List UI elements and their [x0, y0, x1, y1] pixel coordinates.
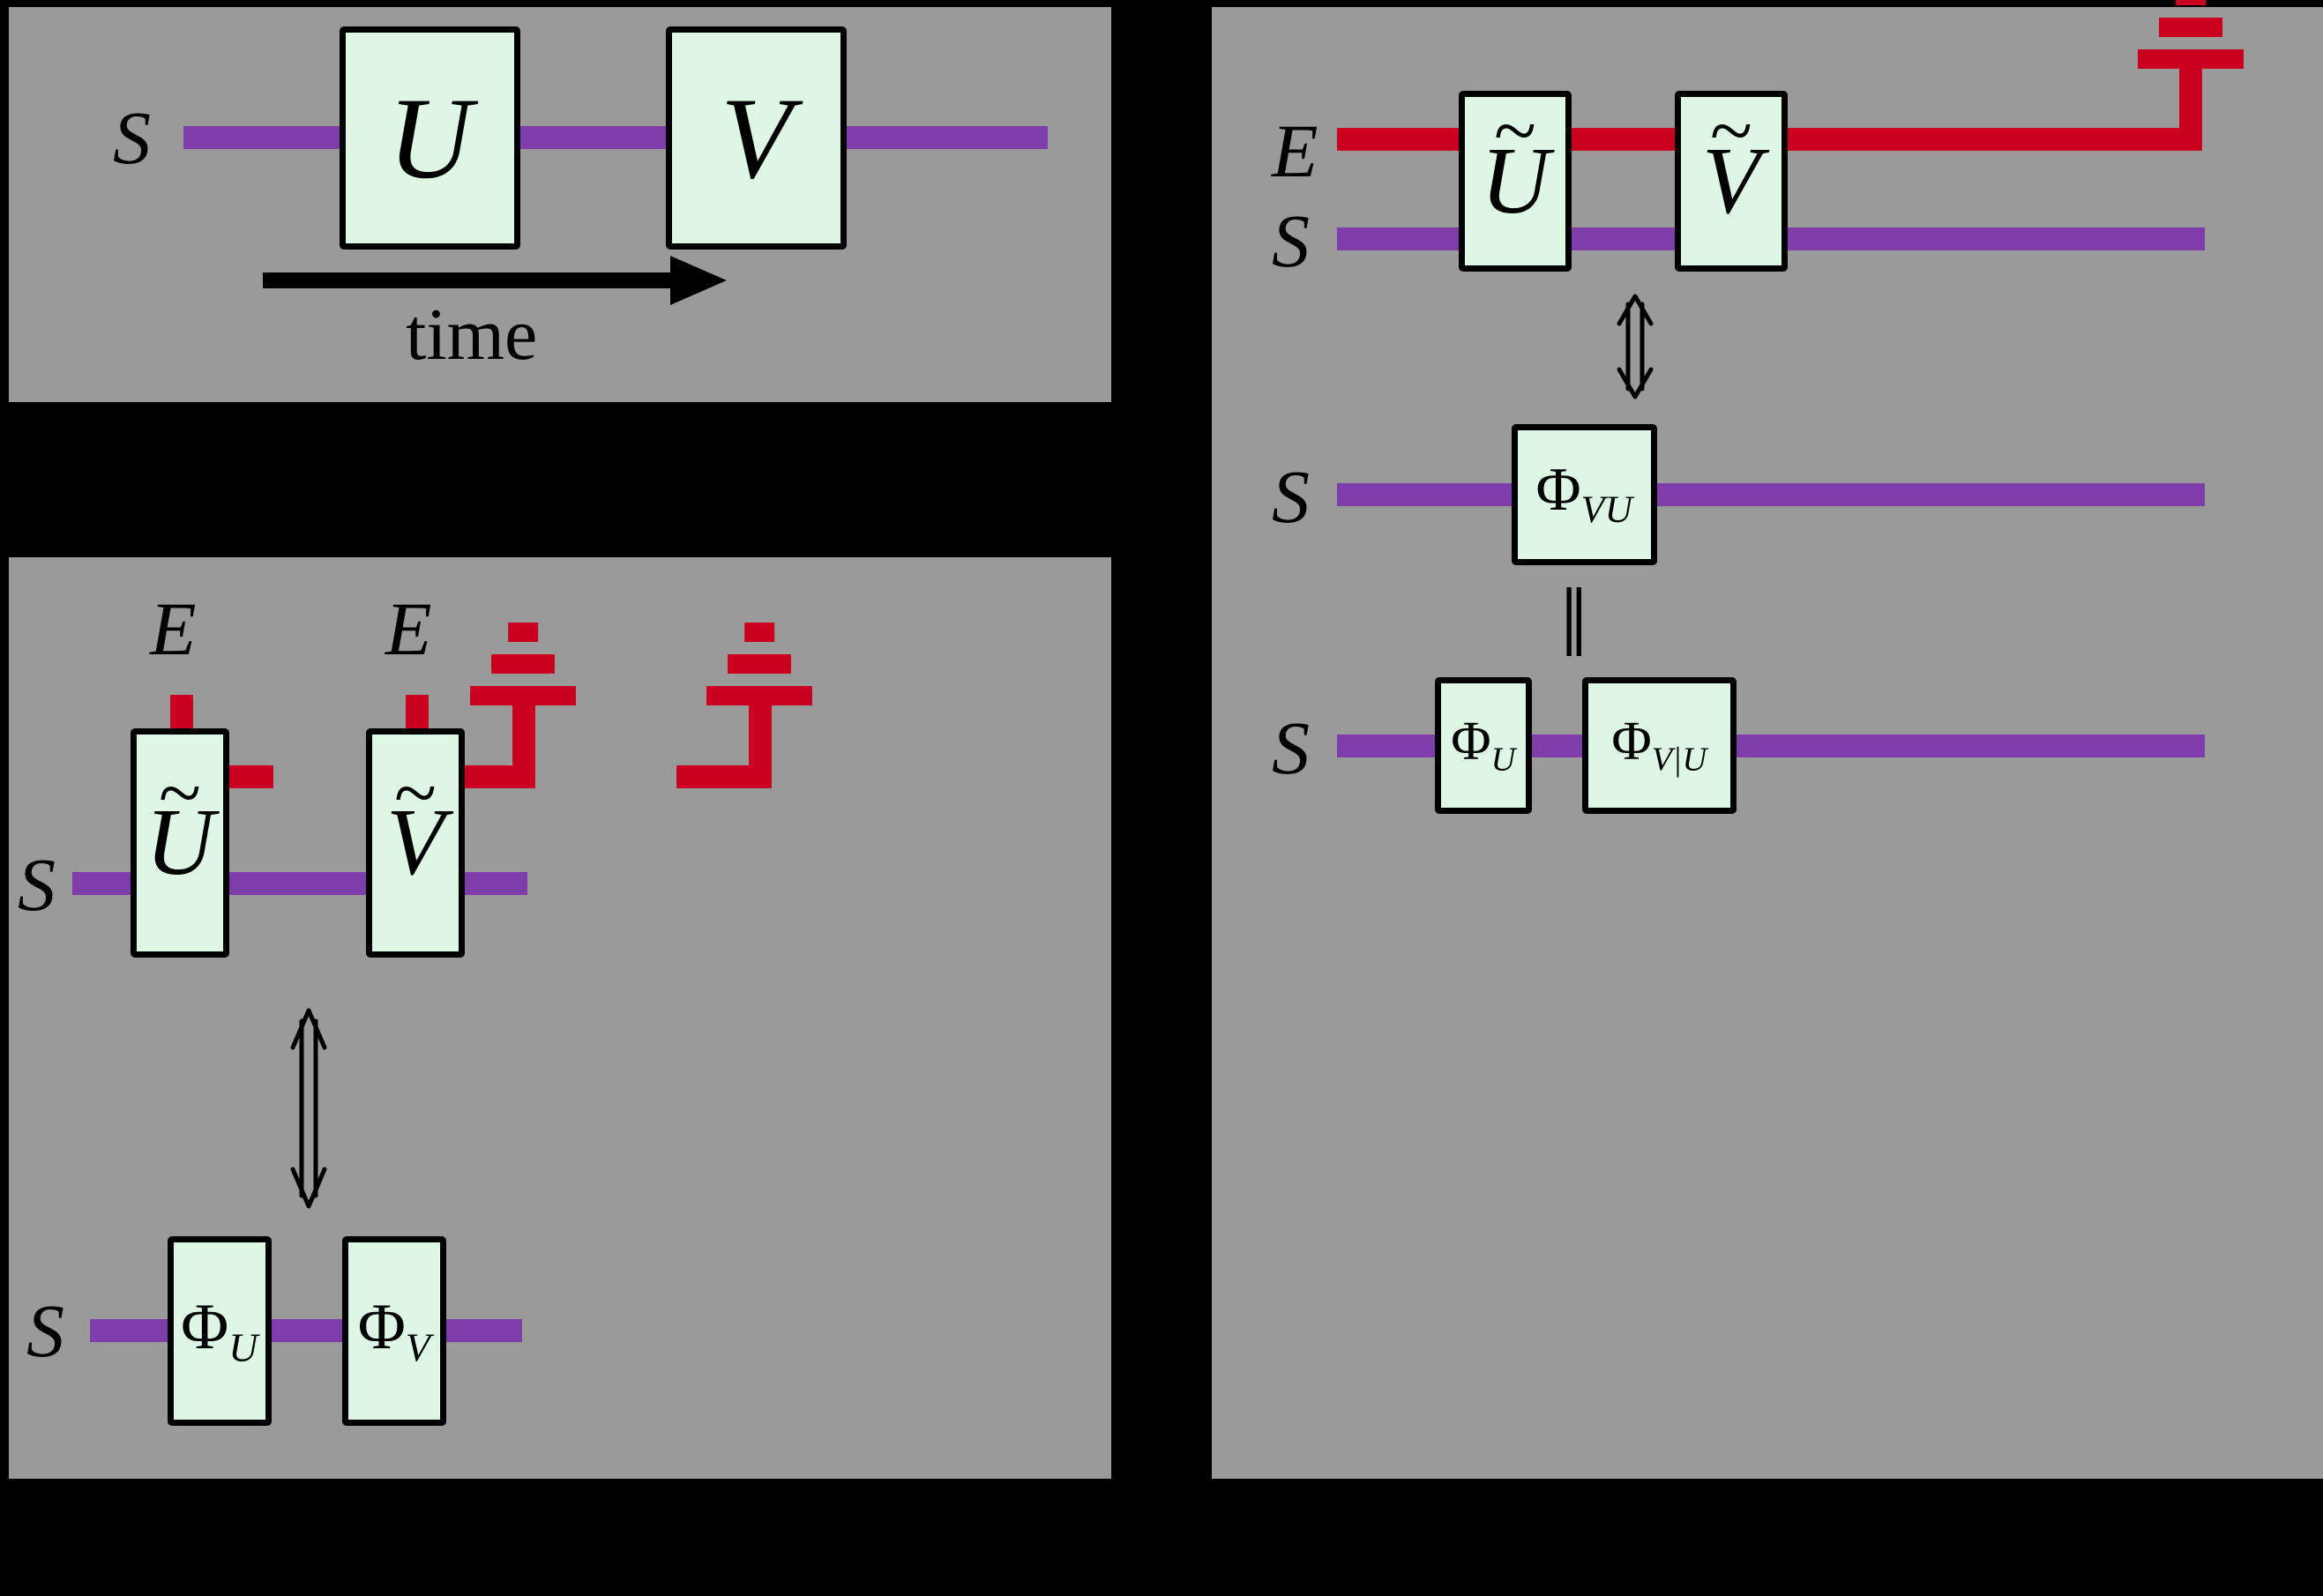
- tilde-accent-icon: ~: [159, 750, 201, 837]
- gate-phi-u-label: ΦU: [1451, 714, 1515, 777]
- panel-joint-channel-decomposition: E S ~U ~V S ΦVU ‖ S: [1212, 0, 2323, 1479]
- time-axis-label: time: [406, 294, 538, 376]
- gate-v-tilde-label: ~V: [386, 755, 444, 891]
- wire-label-s-bottom-panel-b: S: [26, 1288, 64, 1373]
- ground-icon-1-panel-b: [470, 608, 576, 705]
- wire-s-middle-panel-c: [1337, 483, 2205, 506]
- wire-e-2-out-panel-b: [676, 698, 772, 788]
- tilde-accent-icon: ~: [1710, 88, 1752, 175]
- gate-v-tilde-base: V: [1702, 128, 1760, 234]
- ground-bar-mid: [491, 654, 555, 674]
- phi-v-subscript: V: [405, 1324, 431, 1370]
- phi-vu-subscript: VU: [1580, 488, 1633, 532]
- gate-v[interactable]: V: [666, 26, 847, 250]
- wire-label-e-panel-c: E: [1272, 108, 1318, 193]
- gate-phi-u-label: ΦU: [181, 1294, 258, 1369]
- phi-vgu-subscript: V|U: [1651, 741, 1707, 779]
- gate-phi-v-label: ΦV: [358, 1294, 431, 1369]
- ground-bar-narrow: [744, 623, 774, 642]
- time-arrow-icon: [263, 256, 727, 305]
- equality-symbol-panel-c: ‖: [1560, 569, 1588, 678]
- ground-bar-mid: [2159, 18, 2222, 37]
- wire-label-s-panel-a: S: [113, 95, 151, 180]
- gate-u[interactable]: U: [340, 26, 520, 250]
- gate-phi-u-panel-c[interactable]: ΦU: [1435, 677, 1532, 814]
- phi-u-subscript: U: [1490, 741, 1516, 779]
- panel-independent-channels: E E S ~U ~V: [9, 557, 1111, 1479]
- phi-u-subscript: U: [228, 1324, 258, 1370]
- phi-glyph: Φ: [1611, 712, 1652, 772]
- up-down-double-arrow-icon-panel-c: [1617, 294, 1654, 399]
- gate-u-tilde-label: ~U: [146, 755, 214, 891]
- up-down-double-arrow-icon-panel-b: [290, 1008, 327, 1209]
- gate-phi-v-panel-b[interactable]: ΦV: [342, 1236, 446, 1426]
- gate-phi-vu-label: ΦVU: [1536, 459, 1633, 529]
- gate-phi-u-panel-b[interactable]: ΦU: [168, 1236, 272, 1426]
- ground-bar-narrow: [2176, 0, 2206, 5]
- gate-u-tilde-panel-c[interactable]: ~U: [1459, 91, 1572, 272]
- phi-glyph: Φ: [357, 1290, 406, 1363]
- gate-u-label: U: [387, 72, 473, 203]
- wire-label-s-top-panel-c: S: [1272, 198, 1310, 283]
- gate-u-tilde-base: U: [1481, 128, 1550, 234]
- gate-u-tilde-label: ~U: [1481, 93, 1550, 229]
- gate-u-tilde-base: U: [146, 790, 214, 895]
- phi-glyph: Φ: [1451, 712, 1491, 772]
- wire-s-bottom-panel-b: [90, 1319, 522, 1342]
- wire-label-s-bottom-panel-c: S: [1272, 705, 1310, 790]
- gate-v-label: V: [721, 72, 792, 203]
- phi-glyph: Φ: [181, 1290, 229, 1363]
- ground-icon-2-panel-b: [706, 608, 812, 705]
- ground-bar-wide: [470, 686, 576, 705]
- tilde-accent-icon: ~: [394, 750, 437, 837]
- tilde-accent-icon: ~: [1494, 88, 1536, 175]
- gate-phi-vu-panel-c[interactable]: ΦVU: [1512, 424, 1657, 565]
- gate-v-tilde-label: ~V: [1702, 93, 1760, 229]
- gate-v-tilde-base: V: [386, 790, 444, 895]
- wire-label-s-top-panel-b: S: [18, 842, 56, 927]
- ground-bar-narrow: [508, 623, 538, 642]
- wire-label-e-2-panel-b: E: [385, 586, 432, 671]
- wire-label-e-1-panel-b: E: [150, 586, 197, 671]
- phi-glyph: Φ: [1535, 456, 1581, 525]
- ground-bar-mid: [728, 654, 791, 674]
- panel-unitary-sequence: S U V time: [9, 7, 1111, 402]
- wire-e-panel-c: [1337, 62, 2202, 151]
- ground-icon-panel-c: [2138, 0, 2244, 69]
- gate-phi-v-given-u-label: ΦV|U: [1611, 714, 1707, 777]
- ground-bar-wide: [706, 686, 812, 705]
- wire-s-panel-a: [183, 126, 1048, 149]
- wire-label-s-middle-panel-c: S: [1272, 454, 1310, 539]
- ground-bar-wide: [2138, 49, 2244, 69]
- gate-u-tilde-panel-b[interactable]: ~U: [131, 728, 229, 958]
- gate-phi-v-given-u-panel-c[interactable]: ΦV|U: [1582, 677, 1737, 814]
- gate-v-tilde-panel-b[interactable]: ~V: [366, 728, 465, 958]
- gate-v-tilde-panel-c[interactable]: ~V: [1675, 91, 1788, 272]
